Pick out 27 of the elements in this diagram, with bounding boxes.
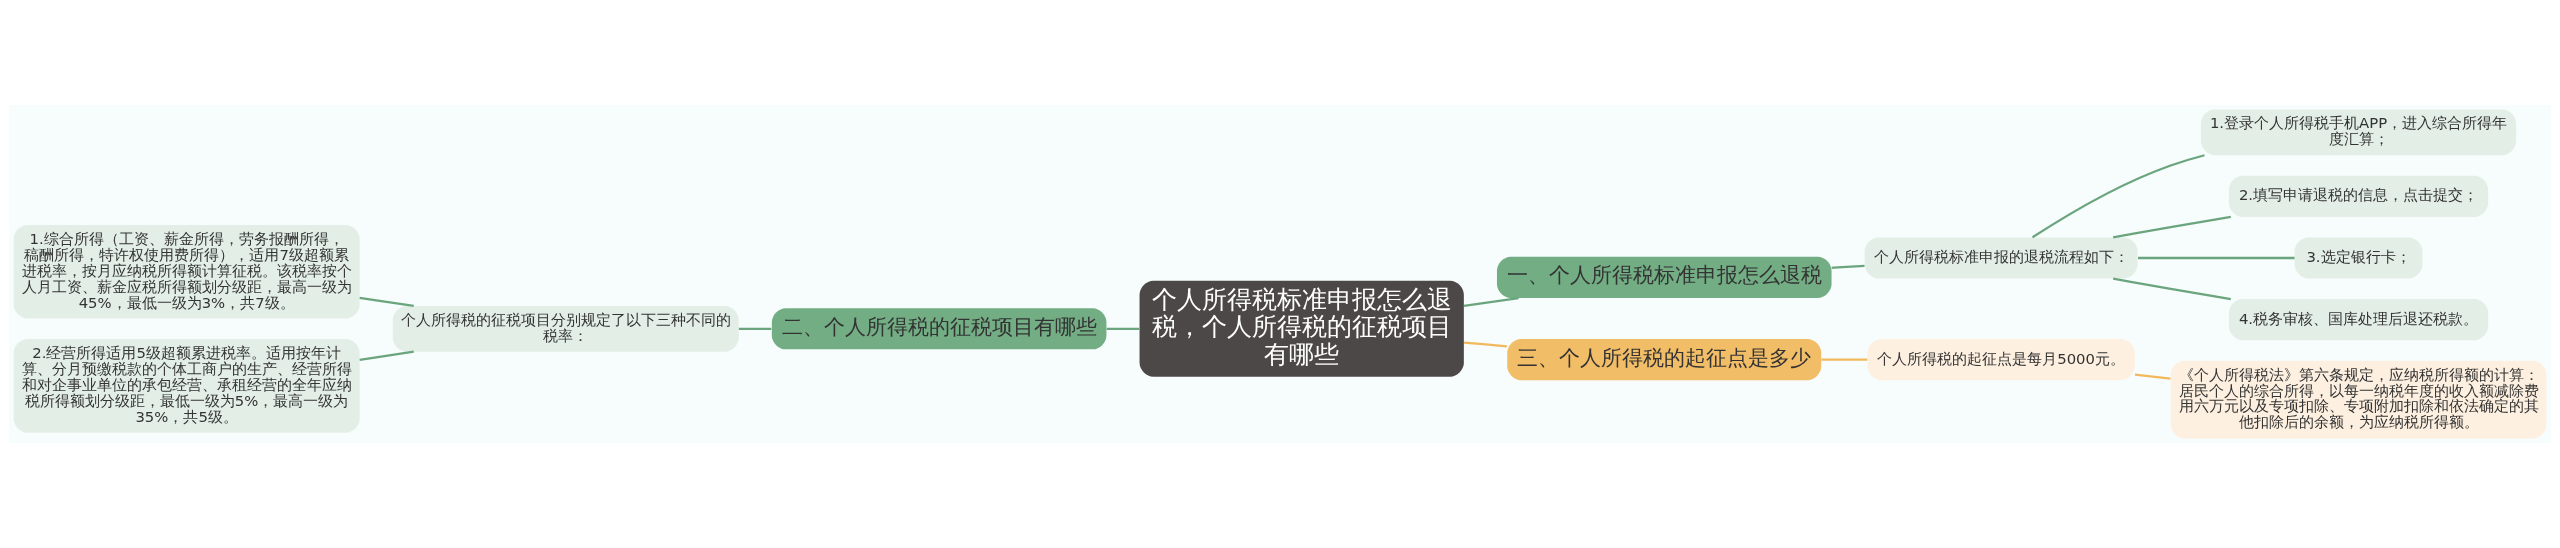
node-box: 个人所得税标准申报怎么退税，个人所得税的征税项目有哪些: [1139, 280, 1464, 377]
connector: [2138, 256, 2295, 260]
node-box: 个人所得税的起征点是每月5000元。: [1867, 339, 2135, 381]
connector: [1831, 264, 1865, 269]
node-box: 个人所得税的征税项目分别规定了以下三种不同的税率：: [392, 305, 739, 352]
node-box: 2.经营所得适用5级超额累进税率。适用按年计算、分月预缴税款的个体工商户的生产、经营所得和对企事业单位的承包经营、承租经营的全年应纳税所得额划分级距，最低一级为5%，最高一级为35%，共5级。: [13, 339, 360, 433]
connector: [2112, 215, 2231, 239]
node-box: 三、个人所得税的起征点是多少: [1507, 339, 1822, 381]
node-box: 2.填写申请退税的信息，点击提交；: [2228, 175, 2489, 217]
connector: [359, 350, 414, 361]
connector: [1106, 327, 1140, 330]
node-box: 二、个人所得税的征税项目有哪些: [771, 308, 1107, 350]
connector: [2112, 277, 2231, 301]
connector: [359, 296, 414, 308]
node-box: 3.选定银行卡；: [2294, 237, 2423, 279]
connector: [1463, 341, 1507, 348]
connector: [2134, 373, 2171, 380]
node-box: 1.登录个人所得税手机APP，进入综合所得年度汇算；: [2200, 109, 2517, 156]
connector: [2031, 154, 2205, 239]
node-box: 1.综合所得（工资、薪金所得，劳务报酬所得，稿酬所得，特许权使用费所得），适用7级超额累进税率，按月应纳税所得额计算征税。该税率按个人月工资、薪金应税所得额划分级距，最高一级为45%，最低一级为3%，共7级。: [13, 224, 360, 319]
connector: [1463, 296, 1519, 307]
node-box: 个人所得税标准申报的退税流程如下：: [1864, 237, 2138, 279]
connector: [1821, 358, 1868, 361]
node-box: 《个人所得税法》第六条规定，应纳税所得额的计算：居民个人的综合所得，以每一纳税年度的收入额减除费用六万元以及专项扣除、专项附加扣除和依法确定的其他扣除后的余额，为应纳税所得额。: [2170, 360, 2547, 439]
node-box: 4.税务审核、国库处理后退还税款。: [2228, 299, 2489, 341]
node-box: 一、个人所得税标准申报怎么退税: [1496, 256, 1832, 298]
connector: [738, 327, 772, 330]
